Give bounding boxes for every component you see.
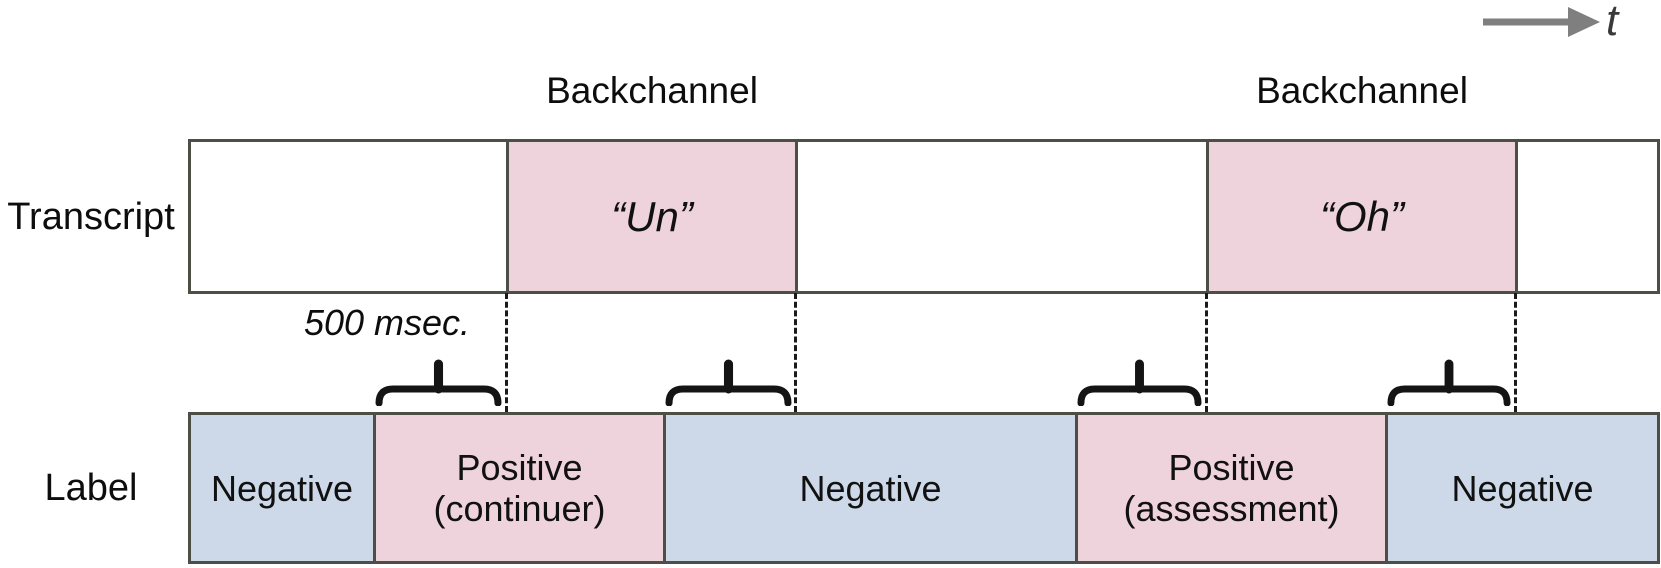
dashed-line-un-start — [505, 293, 508, 412]
time-arrow-icon — [1483, 7, 1600, 37]
transcript-segment-speech-3 — [1515, 142, 1657, 291]
brace-500msec-4-icon — [1387, 359, 1511, 406]
brace-500msec-2-icon — [665, 359, 792, 406]
label-segment-negative-1: Negative — [191, 415, 373, 561]
duration-annotation: 500 msec. — [303, 302, 471, 343]
transcript-segment-backchannel-un: “Un” — [506, 142, 795, 291]
transcript-segment-speech-2 — [795, 142, 1206, 291]
transcript-row-label: Transcript — [7, 196, 175, 238]
label-segment-negative-2: Negative — [663, 415, 1075, 561]
dashed-line-oh-end — [1514, 293, 1517, 412]
label-bar: Negative Positive (continuer) Negative P… — [188, 412, 1660, 564]
transcript-segment-speech-1 — [191, 142, 506, 291]
label-segment-negative-3: Negative — [1385, 415, 1657, 561]
brace-500msec-3-icon — [1077, 359, 1202, 406]
transcript-segment-backchannel-oh: “Oh” — [1206, 142, 1515, 291]
backchannel-caption-1: Backchannel — [546, 70, 758, 111]
dashed-line-un-end — [794, 293, 797, 412]
transcript-bar: “Un” “Oh” — [188, 139, 1660, 294]
label-row-label: Label — [44, 467, 138, 509]
brace-500msec-1-icon — [375, 359, 502, 406]
time-axis-label: t — [1606, 0, 1619, 45]
backchannel-caption-2: Backchannel — [1256, 70, 1468, 111]
dashed-line-oh-start — [1205, 293, 1208, 412]
label-segment-positive-assessment: Positive (assessment) — [1075, 415, 1385, 561]
label-segment-positive-continuer: Positive (continuer) — [373, 415, 663, 561]
